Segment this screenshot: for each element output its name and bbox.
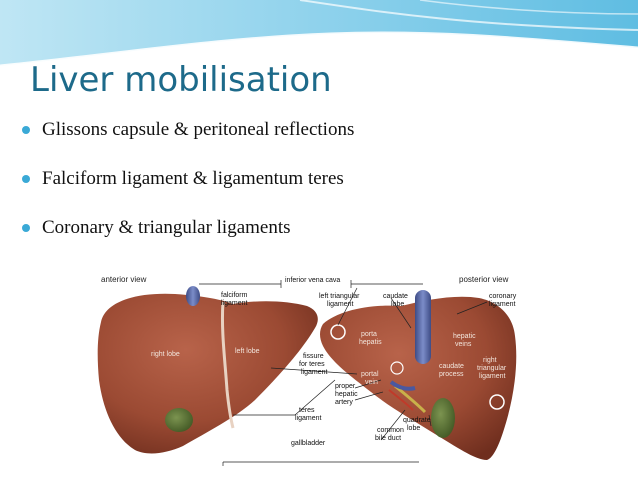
- proper-artery-label-2: hepatic: [335, 391, 358, 398]
- bullet-dot-icon: [22, 224, 30, 232]
- teres-ligament-label: teres: [299, 407, 315, 414]
- bullet-text: Glissons capsule & peritoneal reflection…: [42, 119, 355, 140]
- falciform-ligament-stripe: [220, 301, 235, 429]
- right-triangular-label-2: triangular: [477, 365, 507, 372]
- liver-anatomy-figure: anterior view posterior view inferior ve…: [95, 270, 525, 466]
- quadrate-lobe-label: quadrate: [403, 417, 431, 424]
- bullet-list: Glissons capsule & peritoneal reflection…: [22, 118, 354, 265]
- hepatic-veins-label: hepatic: [453, 333, 476, 340]
- hepatic-artery: [388, 389, 414, 411]
- left-triangular-label-2: ligament: [327, 301, 354, 308]
- bullet-dot-icon: [22, 175, 30, 183]
- coronary-ligament-label-2: ligament: [489, 301, 516, 308]
- right-triangular-label-3: ligament: [479, 373, 506, 380]
- posterior-gallbladder: [431, 398, 455, 438]
- anterior-gallbladder: [165, 408, 193, 432]
- right-triangular-callout-icon: [489, 394, 505, 410]
- fissure-label: fissure: [303, 353, 324, 360]
- fissure-label-2: for teres: [299, 361, 325, 368]
- anterior-liver: [97, 293, 318, 454]
- proper-artery-label: proper: [335, 383, 356, 390]
- header-wave-decoration: [0, 0, 638, 68]
- common-bile-duct-label: common: [377, 427, 404, 434]
- posterior-view-label: posterior view: [459, 275, 509, 284]
- posterior-liver: [320, 296, 517, 460]
- falciform-label: falciform: [221, 292, 248, 299]
- portal-vein-label: portal: [361, 371, 379, 378]
- bullet-text: Coronary & triangular ligaments: [42, 217, 291, 238]
- caudate-lobe-label-2: lobe: [391, 301, 404, 308]
- left-triangular-label: left triangular: [319, 293, 360, 300]
- slide-title: Liver mobilisation: [30, 60, 332, 100]
- bullet-item: Falciform ligament & ligamentum teres: [22, 167, 354, 191]
- ivc-label: inferior vena cava: [285, 277, 340, 284]
- portal-vein: [389, 380, 416, 391]
- bullet-dot-icon: [22, 126, 30, 134]
- falciform-label-2: ligament: [221, 300, 248, 307]
- proper-artery-label-3: artery: [335, 399, 353, 406]
- anterior-view-label: anterior view: [101, 275, 147, 284]
- teres-ligament-label-2: ligament: [295, 415, 322, 422]
- portal-vein-label-2: vein: [365, 379, 378, 386]
- bullet-item: Glissons capsule & peritoneal reflection…: [22, 118, 354, 142]
- fissure-label-3: ligament: [301, 369, 328, 376]
- gallbladder-label: gallbladder: [291, 440, 326, 447]
- porta-hepatis-label-2: hepatis: [359, 339, 382, 346]
- right-lobe-label: right lobe: [151, 351, 180, 358]
- quadrate-lobe-label-2: lobe: [407, 425, 420, 432]
- bullet-item: Coronary & triangular ligaments: [22, 216, 354, 240]
- liver-diagram: anterior view posterior view inferior ve…: [97, 275, 517, 466]
- anterior-ivc: [186, 286, 200, 306]
- hepatic-veins-label-2: veins: [455, 341, 472, 348]
- right-triangular-label: right: [483, 357, 497, 364]
- porta-hepatis-callout-icon: [390, 361, 404, 375]
- common-bile-duct-label-2: bile duct: [375, 435, 401, 442]
- bullet-text: Falciform ligament & ligamentum teres: [42, 168, 344, 189]
- porta-hepatis-label: porta: [361, 331, 377, 338]
- coronary-ligament-label: coronary: [489, 293, 517, 300]
- caudate-process-label: caudate: [439, 363, 464, 370]
- caudate-lobe-label: caudate: [383, 293, 408, 300]
- left-lobe-label: left lobe: [235, 348, 260, 355]
- caudate-process-label-2: process: [439, 371, 464, 378]
- posterior-ivc: [415, 290, 431, 364]
